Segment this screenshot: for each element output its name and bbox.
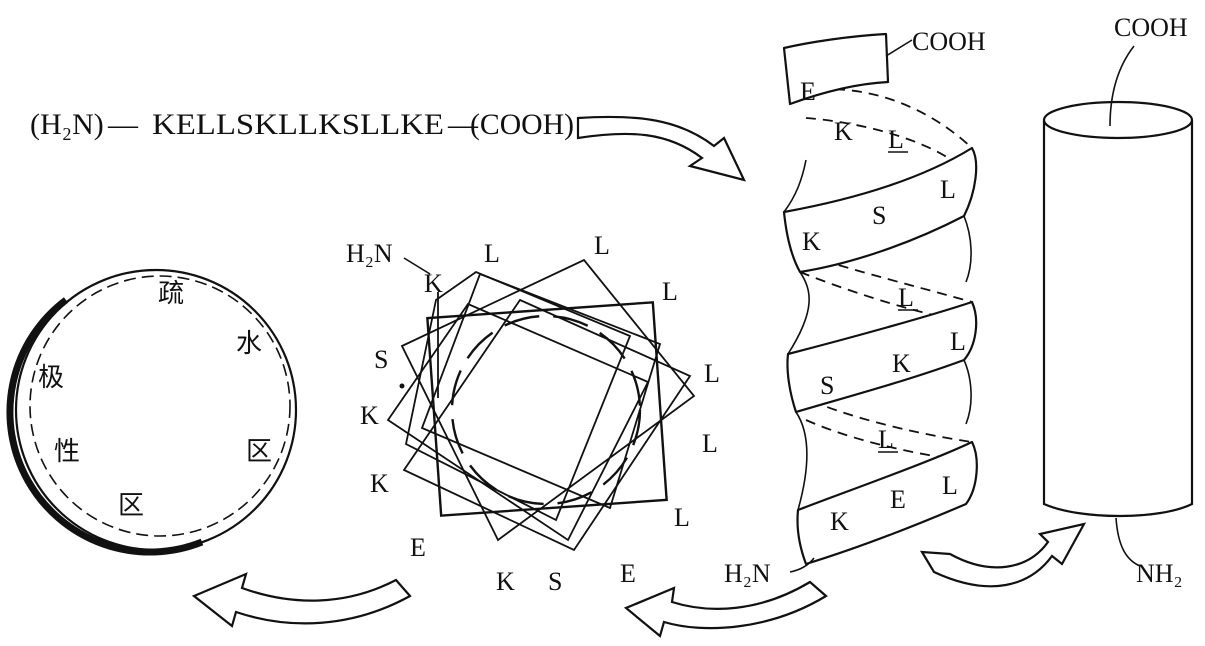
- helix-label-8: L: [950, 327, 966, 356]
- helix-front-ribbons: [782, 32, 978, 566]
- wheel-label-13: K: [370, 469, 389, 498]
- helix-ribbon: E K L L S K L L K S L L K E COOH H₂N: [724, 27, 986, 588]
- wheel-square-2: [420, 272, 662, 510]
- helix-label-2: K: [834, 117, 853, 146]
- cylinder-top: [1042, 100, 1194, 140]
- wheel-square-1: [404, 270, 632, 522]
- helix-label-1: E: [800, 77, 816, 106]
- wheel-h2n-label: H₂N: [346, 239, 393, 268]
- arrow-sequence-to-helix: [576, 115, 747, 182]
- wheel-label-1: K: [424, 269, 443, 298]
- sequence-residues: KELLSKLLKSLLKE: [152, 108, 444, 141]
- wheel-square-5: [386, 302, 650, 542]
- cylinder-cooh-leader: [1109, 45, 1135, 127]
- helix-label-11: L: [878, 425, 894, 454]
- wheel-label-11: S: [374, 345, 388, 374]
- wheel-label-6: L: [702, 429, 718, 458]
- helix-label-13: K: [830, 507, 849, 536]
- helix-underlines: [878, 151, 918, 453]
- hydrophobic-char-2: 水: [236, 329, 262, 359]
- flow-arrows: [191, 115, 1087, 638]
- helix-label-5: S: [872, 201, 886, 230]
- wheel-main-square: [426, 301, 668, 517]
- wheel-dot: [399, 383, 405, 389]
- helix-label-7: L: [898, 283, 914, 312]
- helix-label-12: L: [942, 471, 958, 500]
- hydrophobic-char-3: 区: [246, 437, 272, 467]
- face-circle-outline: [14, 268, 298, 552]
- helix-label-14: E: [890, 485, 906, 514]
- wheel-label-3: L: [594, 231, 610, 260]
- arrow-wheel-to-circle: [191, 572, 412, 628]
- sequence-line: (H₂N) — KELLSKLLKSLLKE — (COOH): [30, 108, 574, 141]
- wheel-squares: [386, 258, 696, 552]
- helix-edge-strokes: [783, 159, 972, 511]
- cylinder-nh2-label: NH₂: [1136, 559, 1183, 588]
- hydrophobic-char-1: 疏: [158, 279, 184, 309]
- wheel-label-7: L: [674, 503, 690, 532]
- wheel-label-5: L: [704, 359, 720, 388]
- wheel-label-14: E: [410, 533, 426, 562]
- helix-cooh-label: COOH: [912, 27, 986, 56]
- wheel-square-3: [400, 258, 696, 542]
- arrow-helix-to-cylinder: [919, 522, 1087, 588]
- helix-label-4: L: [940, 175, 956, 204]
- polar-char-3: 区: [118, 491, 144, 521]
- face-circle-dashed: [29, 275, 291, 537]
- helical-wheel: H₂N K L L L L L L E S K S K K E: [346, 231, 720, 596]
- helix-label-10: S: [820, 371, 834, 400]
- helix-cylinder: COOH NH₂: [1042, 13, 1194, 588]
- helix-label-9: K: [892, 349, 911, 378]
- helix-label-6: K: [802, 227, 821, 256]
- sequence-c-terminus: (COOH): [470, 108, 574, 141]
- cylinder-nh2-leader: [1115, 517, 1141, 567]
- wheel-label-10: K: [496, 567, 515, 596]
- helix-residue-labels: E K L L S K L L K S L L K E: [800, 77, 966, 536]
- wheel-label-8: E: [620, 559, 636, 588]
- sequence-dash-left: —: [107, 108, 139, 141]
- wheel-inner-circle: [450, 314, 642, 506]
- helix-h2n-label: H₂N: [724, 559, 771, 588]
- wheel-label-2: L: [484, 239, 500, 268]
- helix-label-3: L: [888, 125, 904, 154]
- helix-leaders: [789, 39, 913, 573]
- polar-face-label: 极 性 区: [38, 363, 144, 521]
- sequence-dash-right: —: [447, 108, 479, 141]
- wheel-label-4: L: [662, 277, 678, 306]
- polar-char-2: 性: [54, 437, 80, 467]
- wheel-residue-labels: K L L L L L L E S K S K K E: [360, 231, 720, 596]
- cylinder-cooh-label: COOH: [1114, 13, 1188, 42]
- hydrophobic-face-label: 疏 水 区: [158, 279, 272, 467]
- sequence-n-terminus: (H₂N): [30, 108, 104, 141]
- polar-char-1: 极: [38, 363, 64, 393]
- wheel-n-leader: [403, 257, 431, 275]
- polar-face-arc: [6, 297, 204, 556]
- wheel-label-12: K: [360, 401, 379, 430]
- arrow-helix-to-wheel: [623, 580, 828, 638]
- wheel-label-9: S: [548, 567, 562, 596]
- cylinder-body: [1042, 120, 1194, 518]
- wheel-square-4: [402, 298, 692, 552]
- helix-face-circle: 疏 水 区 极 性 区: [6, 268, 298, 556]
